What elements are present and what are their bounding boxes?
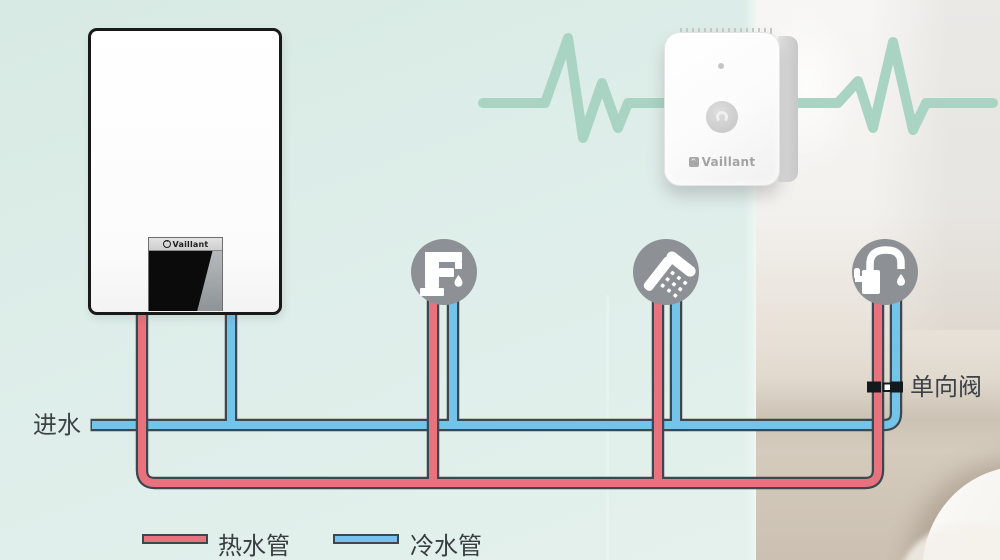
device-brand-label: Vaillant bbox=[701, 155, 756, 169]
smart-control-device: ^ Vaillant bbox=[664, 24, 798, 192]
boiler: ^ Vaillant bbox=[88, 28, 282, 315]
legend-cold-swatch bbox=[333, 534, 399, 544]
boiler-control-panel: ^ Vaillant bbox=[148, 237, 223, 311]
cold-water-pipes bbox=[90, 300, 903, 432]
device-vents bbox=[680, 28, 772, 34]
boiler-brand: ^ Vaillant bbox=[149, 238, 222, 251]
legend-hot-swatch bbox=[142, 534, 208, 544]
boiler-display bbox=[149, 251, 222, 311]
device-button bbox=[706, 101, 738, 133]
legend-hot-label: 热水管 bbox=[218, 532, 290, 560]
check-valve-label: 单向阀 bbox=[910, 373, 982, 401]
device-led bbox=[718, 63, 724, 69]
boiler-display-screen bbox=[149, 251, 213, 311]
vaillant-logo-icon: ^ bbox=[162, 240, 171, 248]
device-side-edge bbox=[778, 36, 798, 182]
shower-icon bbox=[633, 239, 699, 305]
legend-cold-label: 冷水管 bbox=[410, 532, 482, 560]
basin-faucet-icon bbox=[411, 239, 477, 305]
device-front-face: ^ Vaillant bbox=[664, 32, 780, 186]
check-valve-icon bbox=[867, 381, 903, 393]
vaillant-logo-icon: ^ bbox=[688, 157, 699, 167]
device-brand: ^ Vaillant bbox=[665, 155, 779, 169]
device-button-arc-icon bbox=[716, 111, 728, 123]
hot-water-pipes bbox=[135, 300, 885, 490]
boiler-brand-label: Vaillant bbox=[172, 239, 209, 249]
water-inlet-label: 进水 bbox=[33, 411, 81, 439]
kitchen-tap-icon bbox=[852, 239, 918, 305]
heartbeat-line-icon bbox=[478, 33, 998, 143]
